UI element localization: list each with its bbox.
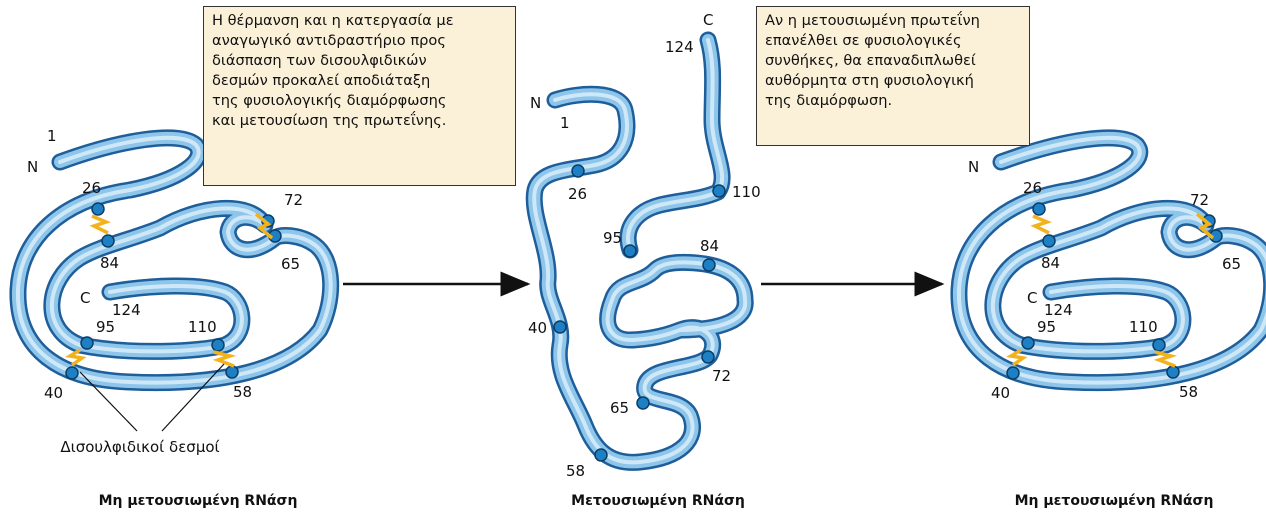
label-res-110: 110 bbox=[1129, 318, 1158, 336]
caption-native-left: Μη μετουσιωμένη RNάση bbox=[99, 493, 298, 509]
cysteine-84 bbox=[703, 259, 715, 271]
label-res-40: 40 bbox=[44, 384, 63, 402]
cysteine-26 bbox=[572, 165, 584, 177]
label-res-26: 26 bbox=[1023, 179, 1042, 197]
disulfide-bond bbox=[214, 352, 234, 366]
cysteine-110 bbox=[212, 339, 224, 351]
cysteine-95 bbox=[624, 245, 636, 257]
label-res-58: 58 bbox=[233, 383, 252, 401]
label-res-26: 26 bbox=[568, 185, 587, 203]
label-c-terminus: C bbox=[703, 11, 713, 29]
cysteine-110 bbox=[713, 185, 725, 197]
caption-denatured: Μετουσιωμένη RNάση bbox=[571, 493, 745, 509]
disulfide-bond bbox=[1155, 352, 1175, 366]
label-c-terminus: C bbox=[80, 289, 90, 307]
label-res-124: 124 bbox=[112, 301, 141, 319]
cysteine-65 bbox=[637, 397, 649, 409]
cysteine-40 bbox=[66, 367, 78, 379]
cysteine-58 bbox=[226, 366, 238, 378]
label-c-terminus: C bbox=[1027, 289, 1037, 307]
label-res-65: 65 bbox=[1222, 255, 1241, 273]
disulfide-bonds-label: Δισουλφιδικοί δεσμοί bbox=[60, 438, 219, 456]
denaturation-note-box: Η θέρμανση και η κατεργασία με αναγωγικό… bbox=[203, 6, 516, 186]
label-res-40: 40 bbox=[528, 319, 547, 337]
disulfide-bond bbox=[1033, 216, 1049, 233]
label-res-72: 72 bbox=[712, 367, 731, 385]
renaturation-note-box: Αν η μετουσιωμένη πρωτεΐνη επανέλθει σε … bbox=[756, 6, 1030, 146]
label-res-58: 58 bbox=[566, 462, 585, 480]
cysteine-40 bbox=[554, 321, 566, 333]
label-res-40: 40 bbox=[991, 384, 1010, 402]
cysteine-26 bbox=[92, 203, 104, 215]
label-res-72: 72 bbox=[1190, 191, 1209, 209]
label-res-65: 65 bbox=[281, 255, 300, 273]
cysteine-40 bbox=[1007, 367, 1019, 379]
denatured-rnase: C 124 N 1 26 110 95 84 40 72 65 58 bbox=[528, 11, 761, 480]
cysteine-95 bbox=[81, 337, 93, 349]
label-res-65: 65 bbox=[610, 399, 629, 417]
cysteine-58 bbox=[1167, 366, 1179, 378]
label-res-95: 95 bbox=[603, 229, 622, 247]
label-res-95: 95 bbox=[1037, 318, 1056, 336]
cysteine-84 bbox=[102, 235, 114, 247]
label-res-110: 110 bbox=[188, 318, 217, 336]
label-res-124: 124 bbox=[1044, 301, 1073, 319]
label-res-124: 124 bbox=[665, 38, 694, 56]
label-res-95: 95 bbox=[96, 318, 115, 336]
cysteine-26 bbox=[1033, 203, 1045, 215]
label-res-1: 1 bbox=[560, 114, 570, 132]
label-res-84: 84 bbox=[700, 237, 719, 255]
label-res-1: 1 bbox=[47, 127, 57, 145]
label-res-84: 84 bbox=[100, 254, 119, 272]
denatured-labels: C 124 N 1 26 110 95 84 40 72 65 58 bbox=[528, 11, 761, 480]
label-n-terminus: N bbox=[968, 158, 979, 176]
refolded-chain-tube bbox=[959, 138, 1266, 383]
label-res-26: 26 bbox=[82, 179, 101, 197]
label-n-terminus: N bbox=[27, 158, 38, 176]
caption-native-right: Μη μετουσιωμένη RNάση bbox=[1015, 493, 1214, 509]
cysteine-110 bbox=[1153, 339, 1165, 351]
label-res-84: 84 bbox=[1041, 254, 1060, 272]
label-res-110: 110 bbox=[732, 183, 761, 201]
cysteine-58 bbox=[595, 449, 607, 461]
native-rnase-right: 1 N 26 84 72 65 C 124 95 110 40 58 bbox=[959, 127, 1266, 402]
cysteine-72 bbox=[702, 351, 714, 363]
disulfide-bond bbox=[92, 216, 108, 233]
label-res-58: 58 bbox=[1179, 383, 1198, 401]
cysteine-84 bbox=[1043, 235, 1055, 247]
cysteine-95 bbox=[1022, 337, 1034, 349]
label-res-72: 72 bbox=[284, 191, 303, 209]
label-n-terminus: N bbox=[530, 94, 541, 112]
